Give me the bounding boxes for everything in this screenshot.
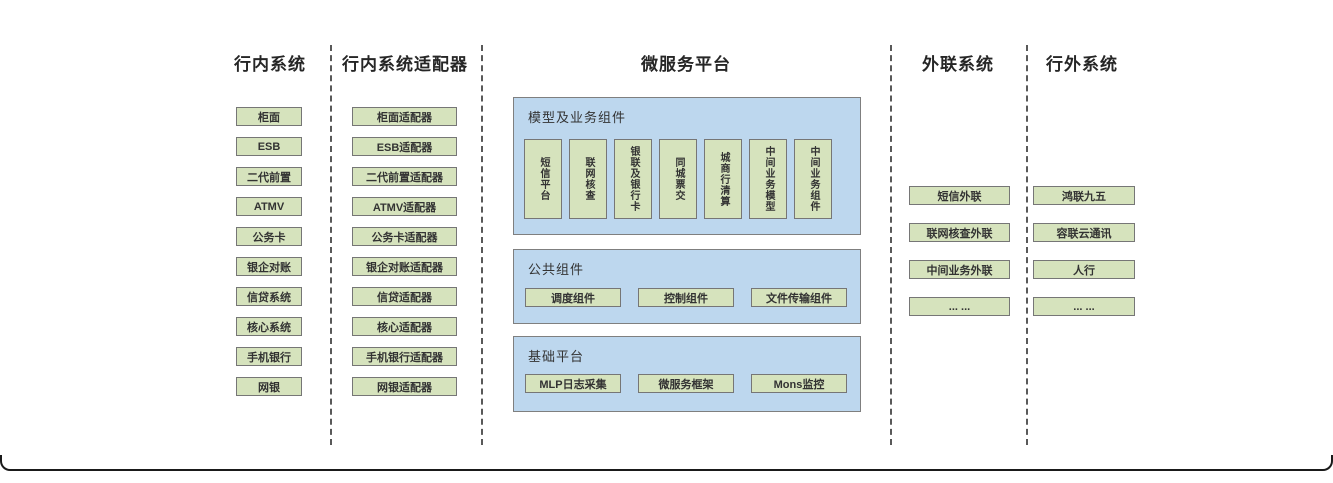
system-box: 柜面 (236, 107, 302, 126)
panel-public-components: 公共组件 调度组件控制组件文件传输组件 (513, 249, 861, 324)
model-business-components-row: 短信平台联网核查银联及银行卡同城票交城商行清算中间业务模型中间业务组件 (524, 139, 832, 219)
panel-model-business-components: 模型及业务组件 短信平台联网核查银联及银行卡同城票交城商行清算中间业务模型中间业… (513, 97, 861, 235)
external-box: ... ... (1033, 297, 1135, 316)
component-box: MLP日志采集 (525, 374, 621, 393)
system-box: ESB (236, 137, 302, 156)
external-box: 容联云通讯 (1033, 223, 1135, 242)
external-box: 鸿联九五 (1033, 186, 1135, 205)
column-separator (481, 45, 483, 445)
system-box: 信贷系统 (236, 287, 302, 306)
component-box: 银联及银行卡 (614, 139, 652, 219)
panel-base-platform: 基础平台 MLP日志采集微服务框架 Mons监控 (513, 336, 861, 412)
component-box: 同城票交 (659, 139, 697, 219)
column-external-systems: 鸿联九五容联云通讯人行 ... ... (1033, 186, 1135, 316)
header-outreach-systems: 外联系统 (922, 55, 994, 74)
adapter-box: 手机银行适配器 (352, 347, 457, 366)
public-components-row: 调度组件控制组件文件传输组件 (525, 288, 847, 307)
system-box: 手机银行 (236, 347, 302, 366)
adapter-box: ATMV适配器 (352, 197, 457, 216)
system-box: 银企对账 (236, 257, 302, 276)
outreach-box: 中间业务外联 (909, 260, 1010, 279)
header-internal-system-adapters: 行内系统适配器 (342, 55, 468, 74)
system-box: 公务卡 (236, 227, 302, 246)
adapter-box: 网银适配器 (352, 377, 457, 396)
system-box: ATMV (236, 197, 302, 216)
column-separator (890, 45, 892, 445)
component-box: 城商行清算 (704, 139, 742, 219)
component-box: 微服务框架 (638, 374, 734, 393)
adapter-box: 柜面适配器 (352, 107, 457, 126)
outreach-box: 联网核查外联 (909, 223, 1010, 242)
header-external-systems: 行外系统 (1046, 55, 1118, 74)
panel-title: 基础平台 (528, 349, 585, 364)
adapter-box: 公务卡适配器 (352, 227, 457, 246)
system-box: 核心系统 (236, 317, 302, 336)
header-microservice-platform: 微服务平台 (641, 55, 731, 74)
panel-title: 公共组件 (528, 262, 585, 277)
adapter-box: 信贷适配器 (352, 287, 457, 306)
column-internal-system-adapters: 柜面适配器 ESB适配器二代前置适配器 ATMV适配器公务卡适配器银企对账适配器信贷… (352, 107, 457, 396)
column-separator (330, 45, 332, 445)
component-box: 中间业务组件 (794, 139, 832, 219)
base-platform-row: MLP日志采集微服务框架 Mons监控 (525, 374, 847, 393)
adapter-box: ESB适配器 (352, 137, 457, 156)
component-box: 文件传输组件 (751, 288, 847, 307)
column-internal-systems: 柜面 ESB 二代前置 ATMV 公务卡银企对账信贷系统核心系统手机银行网银 (236, 107, 302, 396)
column-outreach-systems: 短信外联联网核查外联中间业务外联 ... ... (909, 186, 1010, 316)
canvas-frame-bottom (0, 455, 1333, 471)
component-box: 调度组件 (525, 288, 621, 307)
adapter-box: 银企对账适配器 (352, 257, 457, 276)
external-box: 人行 (1033, 260, 1135, 279)
component-box: 联网核查 (569, 139, 607, 219)
component-box: Mons监控 (751, 374, 847, 393)
adapter-box: 核心适配器 (352, 317, 457, 336)
component-box: 控制组件 (638, 288, 734, 307)
panel-title: 模型及业务组件 (528, 110, 627, 125)
component-box: 短信平台 (524, 139, 562, 219)
column-separator (1026, 45, 1028, 445)
adapter-box: 二代前置适配器 (352, 167, 457, 186)
outreach-box: 短信外联 (909, 186, 1010, 205)
header-internal-systems: 行内系统 (234, 55, 306, 74)
component-box: 中间业务模型 (749, 139, 787, 219)
system-box: 二代前置 (236, 167, 302, 186)
outreach-box: ... ... (909, 297, 1010, 316)
system-box: 网银 (236, 377, 302, 396)
